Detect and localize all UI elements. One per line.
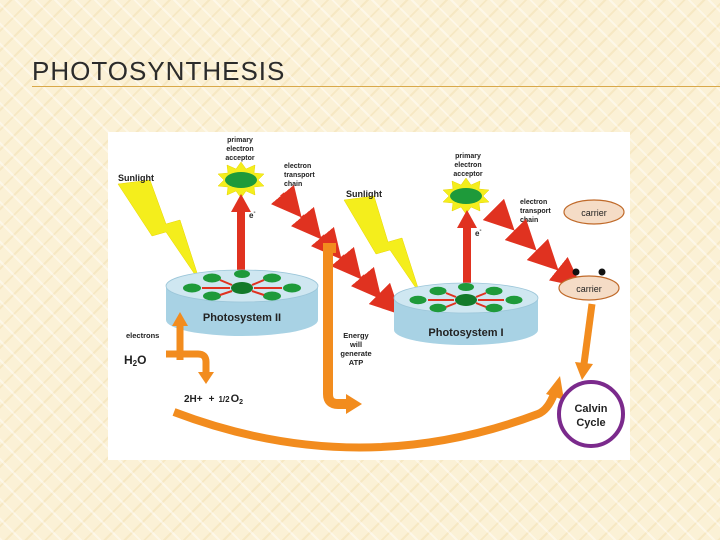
photosystem-ii-label: Photosystem II (203, 312, 281, 324)
acceptor-2-line-3: acceptor (453, 171, 482, 178)
carrier-2-label: carrier (576, 284, 602, 294)
photosystem-i-energy-arrows (428, 292, 504, 308)
energy-line-4: ATP (349, 358, 363, 367)
carrier-to-calvin-arrow (580, 303, 596, 365)
to-calvin-cycle-curve (172, 392, 558, 452)
slide-title: PHOTOSYNTHESIS (32, 56, 286, 86)
electrons-label: electrons (126, 331, 159, 340)
products-label: 2H++1/2O2 (184, 393, 243, 406)
photosystem-i-label: Photosystem I (428, 327, 503, 339)
photosystem-ii-pigments (183, 270, 301, 301)
carrier-1: carrier (563, 199, 625, 225)
energy-atp-arrowhead (346, 394, 362, 414)
acceptor-2-line-1: primary (455, 153, 481, 160)
electron-symbol-2: e- (475, 228, 481, 238)
calvin-cycle-line-1: Calvin (574, 403, 607, 415)
photosystem-ii: Photosystem II (165, 269, 319, 336)
energy-atp-label: Energy will generate ATP (340, 331, 371, 367)
sunlight-bolt-2 (343, 195, 421, 295)
electron-dot-2 (598, 268, 606, 276)
carrier-1-label: carrier (581, 208, 607, 218)
photosystem-i: Photosystem I (393, 282, 539, 345)
calvin-cycle: Calvin Cycle (557, 380, 625, 448)
calvin-cycle-line-2: Cycle (576, 417, 605, 429)
photosystem-ii-energy-arrows (202, 279, 282, 296)
etc-2-line-3: chain (520, 217, 538, 224)
electron-transport-chain-1 (270, 184, 401, 315)
electron-transport-chain-label-2: electron transport chain (520, 199, 551, 224)
carrier-2: carrier (558, 268, 620, 301)
sunlight-label-2: Sunlight (346, 189, 382, 199)
primary-electron-acceptor-label-2: primary electron acceptor (453, 153, 482, 178)
electron-transport-chain-label-1: electron transport chain (284, 163, 315, 188)
electron-arrow-up-1 (231, 194, 251, 288)
to-calvin-cycle-curve-head (546, 376, 564, 400)
electron-symbol-1: e- (249, 210, 255, 220)
acceptor-1-line-2: electron (226, 146, 253, 153)
etc-2-line-2: transport (520, 208, 551, 215)
energy-atp-arrow (323, 243, 348, 409)
primary-electron-acceptor-label-1: primary electron acceptor (225, 137, 254, 162)
energy-line-1: Energy (343, 331, 369, 340)
etc-1-line-1: electron (284, 163, 311, 170)
title-underline (32, 86, 720, 87)
photosystem-i-pigments (409, 283, 523, 313)
electrons-to-psii-arrowhead (172, 312, 188, 326)
sunlight-label-1: Sunlight (118, 173, 154, 183)
photosynthesis-diagram: Sunlight Sunlight primary electron accep… (108, 132, 630, 460)
electron-arrow-up-2 (457, 210, 477, 300)
electron-dot-1 (572, 268, 580, 276)
energy-line-2: will (349, 340, 362, 349)
water-split-arrow (166, 350, 210, 372)
etc-1-line-2: transport (284, 172, 315, 179)
primary-acceptor-2-icon (442, 177, 490, 215)
acceptor-1-line-3: acceptor (225, 155, 254, 162)
water-label: H2O (124, 353, 146, 368)
sunlight-bolt-1 (117, 179, 201, 283)
calvin-feedback-arrow (570, 308, 578, 342)
energy-line-3: generate (340, 349, 371, 358)
etc-1-line-3: chain (284, 181, 302, 188)
acceptor-2-line-2: electron (454, 162, 481, 169)
water-split-arrowhead (198, 372, 214, 384)
carrier-to-calvin-arrowhead (575, 362, 593, 380)
electron-transport-chain-2 (482, 198, 582, 288)
primary-acceptor-1-icon (217, 161, 265, 199)
acceptor-1-line-1: primary (227, 137, 253, 144)
etc-2-line-1: electron (520, 199, 547, 206)
